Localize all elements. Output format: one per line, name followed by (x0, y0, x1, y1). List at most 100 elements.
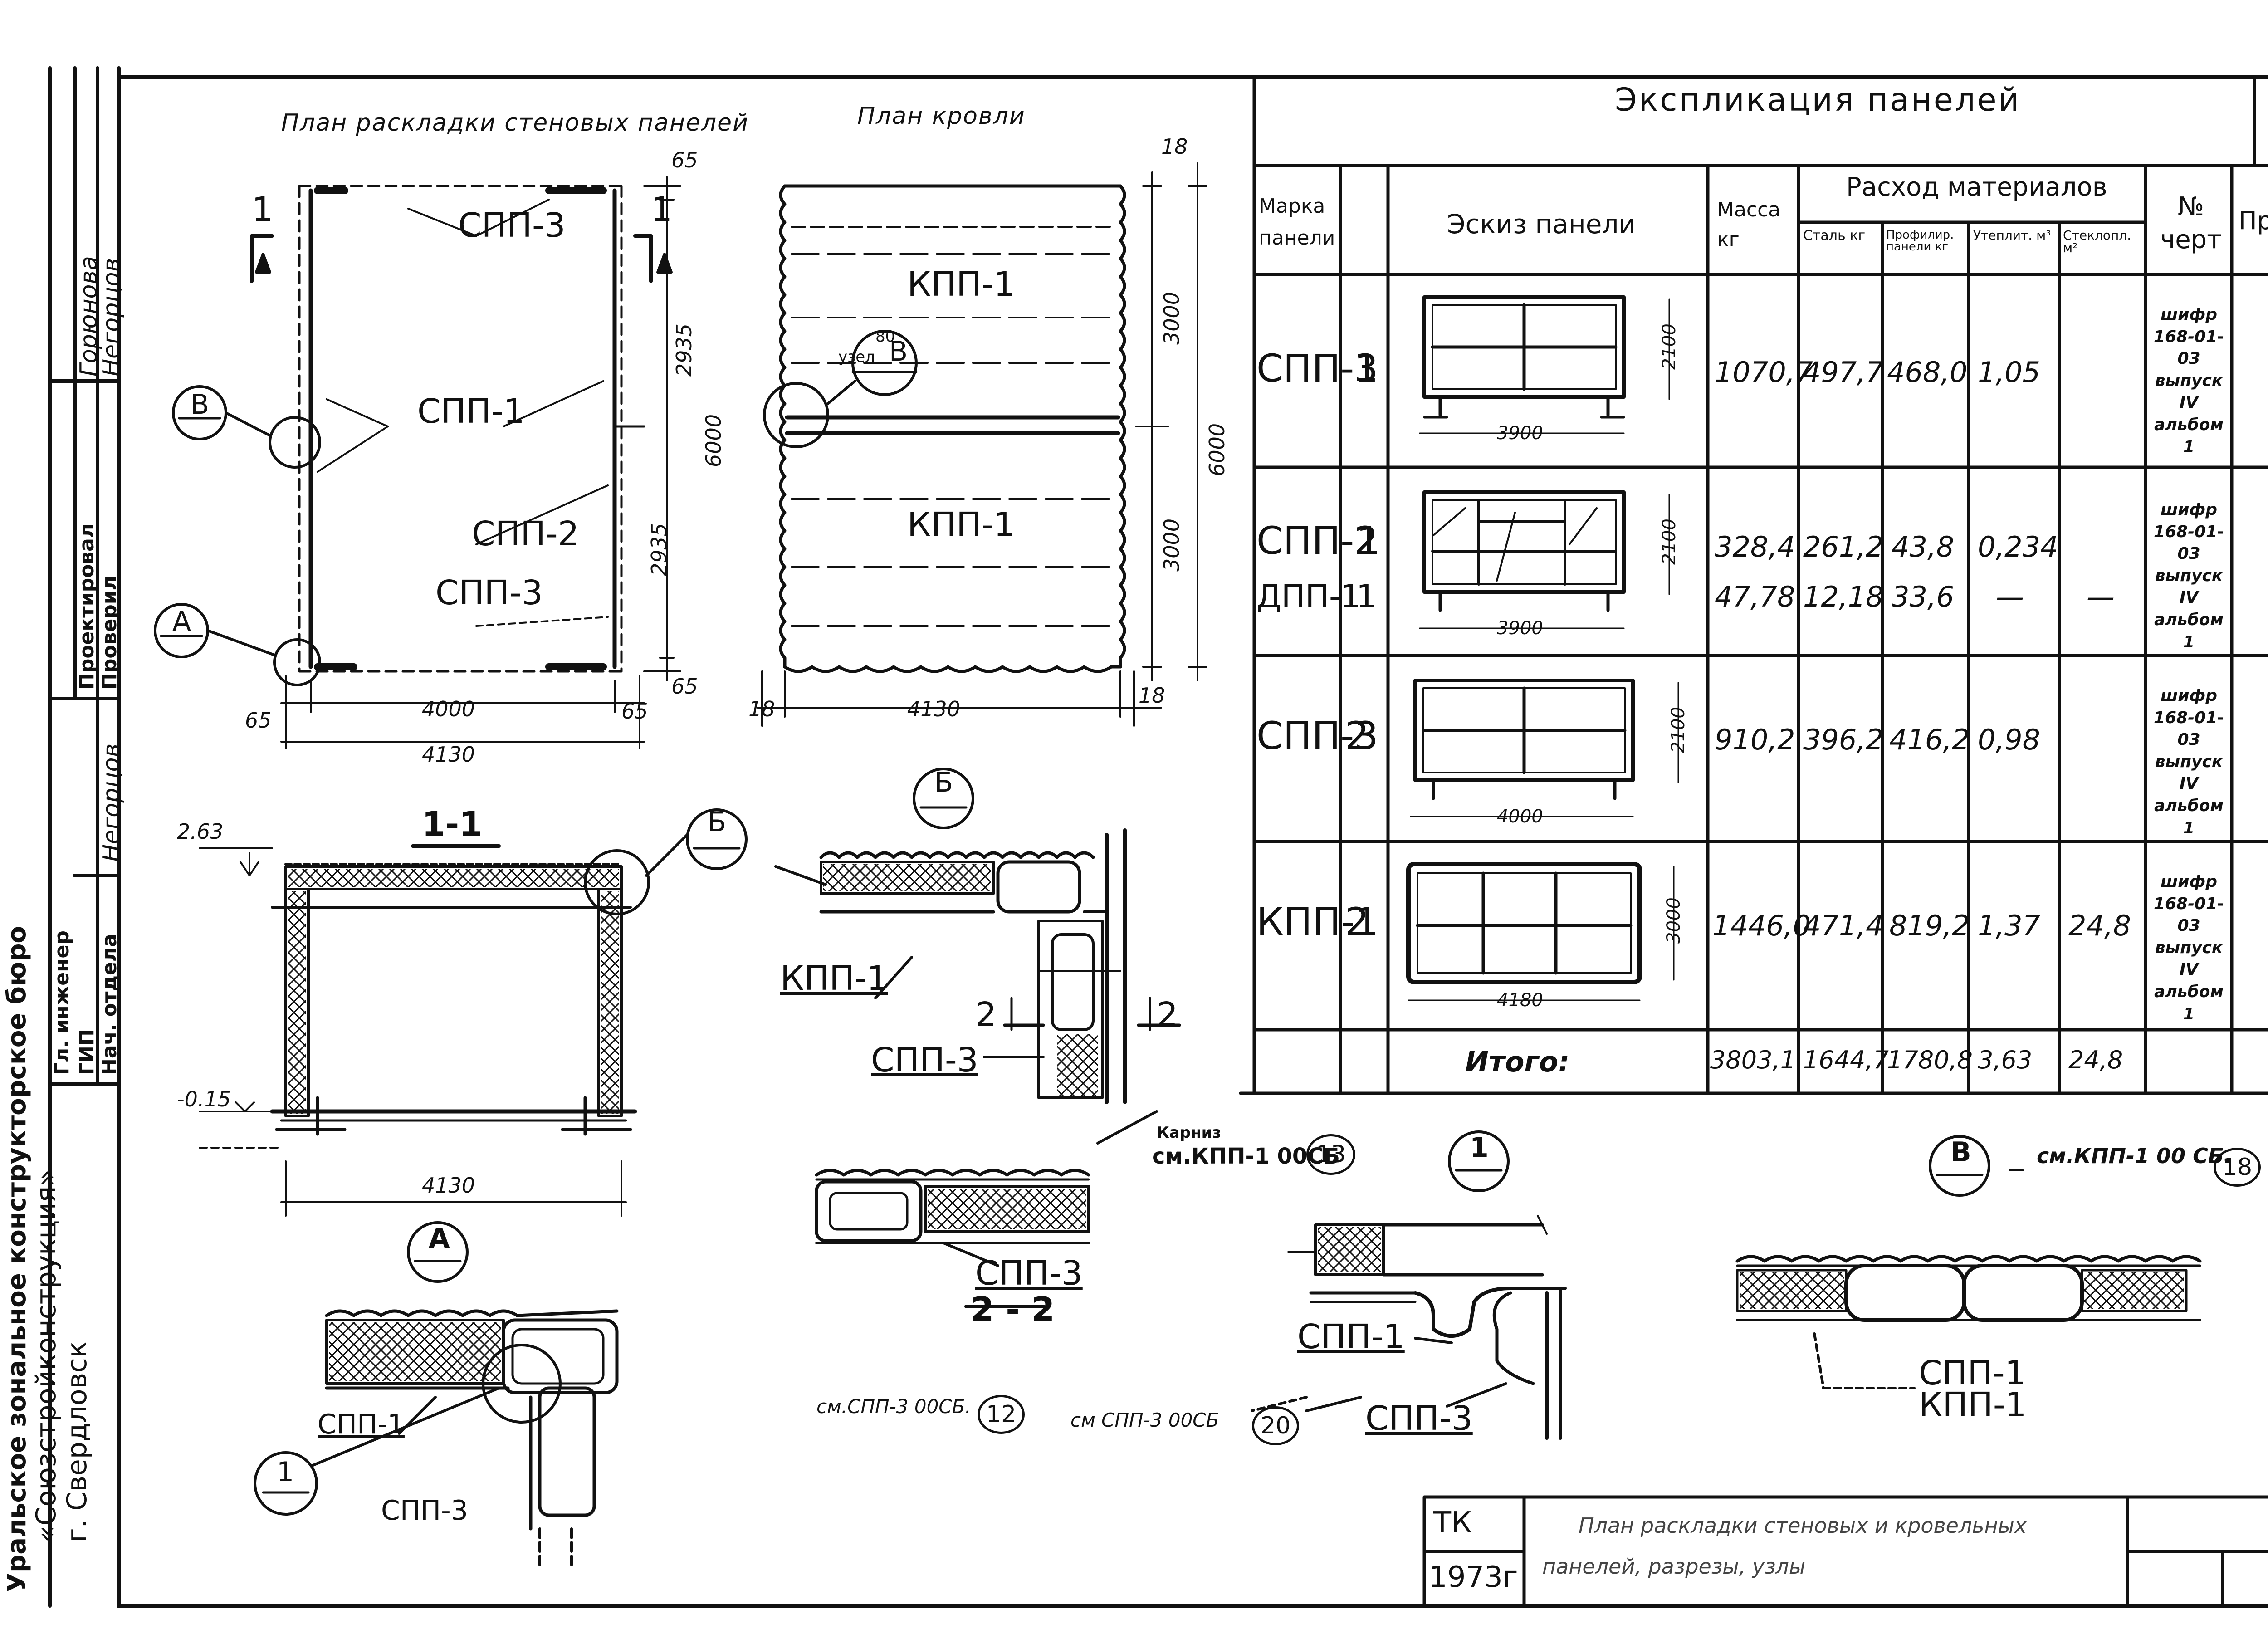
stamp-role-5: Проверил (98, 576, 121, 690)
row2-code: шифр 168-01-03 выпуск IV альбом 1 (2153, 500, 2224, 651)
node-1-ref: см СПП-3 00СБ (1070, 1409, 1219, 1431)
row1-mass: 1070,7 (1715, 356, 1813, 389)
row1-code: шифр 168-01-03 выпуск IV альбом 1 (2153, 305, 2224, 456)
sketch-kpp1 (1406, 862, 1675, 1001)
header-mass: Масса кг (1717, 198, 1781, 251)
node-1-spp3: СПП-3 (1365, 1399, 1473, 1438)
row2-qty2: 1 (1356, 578, 1377, 615)
node-a-spp3: СПП-3 (381, 1495, 468, 1526)
header-note: Прим. (2239, 206, 2268, 235)
label-kpp1-top: КПП-1 (907, 265, 1015, 304)
dim-4130-roof: 4130 (907, 697, 961, 721)
row2-prof2: 33,6 (1892, 580, 1955, 613)
label-spp3-top: СПП-3 (458, 206, 566, 245)
row3-code: шифр 168-01-03 выпуск IV альбом 1 (2153, 686, 2224, 837)
header-drawing: № черт (2160, 192, 2222, 254)
dim-3000-bottom: 3000 (1159, 518, 1184, 572)
total-label: Итого: (1465, 1045, 1570, 1078)
node-1-ref-num: 20 (1252, 1406, 1300, 1445)
node-letter: В (889, 336, 908, 367)
stamp-org-line1: Уральское зональное конструкторское бюро (2, 926, 32, 1592)
row3-mass: 910,2 (1715, 723, 1795, 756)
header-materials: Расход материалов (1846, 172, 2107, 202)
header-steel: Сталь кг (1803, 228, 1866, 244)
section-11-drawing (199, 808, 748, 1217)
row3-prof: 416,2 (1889, 723, 1970, 756)
label-spp2: СПП-2 (472, 514, 579, 553)
plan-walls-drawing (154, 176, 681, 749)
title-block-frame (1422, 1495, 2268, 1608)
label-kpp1-bottom: КПП-1 (907, 505, 1015, 544)
row4-qty: 2 (1345, 900, 1369, 944)
row2-mark2: ДПП-1 (1256, 578, 1361, 615)
row1-steel: 497,7 (1803, 356, 1884, 389)
dim-18-top: 18 (1161, 134, 1188, 159)
node-v-spp1: СПП-1 (1919, 1354, 2026, 1393)
node-b-note-num: 13 (1306, 1134, 1356, 1175)
row1-ins: 1,05 (1978, 356, 2041, 389)
row4-steel: 471,4 (1803, 909, 1884, 942)
node-ref: 80 (875, 328, 895, 346)
node-1-drawing (1251, 1130, 1567, 1440)
node-b-callout: Б (934, 767, 953, 798)
node-v-ref: см.КПП-1 00 СБ. (2037, 1144, 2232, 1168)
row1-prof: 468,0 (1887, 356, 1968, 389)
node-v-drawing (1735, 1135, 2202, 1389)
row2-glass2: — (2087, 580, 2115, 613)
row1-sketch-height: 2100 (1659, 323, 1680, 370)
dim-2935-top: 2935 (672, 323, 696, 377)
sketch-spp3 (1410, 679, 1679, 817)
stamp-name-5: Негорцов (98, 258, 125, 377)
row4-sketch-width: 4180 (1497, 990, 1543, 1011)
section-22-ref-num: 12 (978, 1395, 1025, 1434)
row2-sketch-width: 3900 (1497, 618, 1543, 639)
dim-4000: 4000 (422, 697, 475, 721)
node-v-kpp1: КПП-1 (1919, 1385, 2027, 1424)
node-a-spp1: СПП-1 (318, 1409, 405, 1440)
row4-prof: 819,2 (1889, 909, 1970, 942)
callout-a-label: А (172, 606, 191, 637)
row3-qty: 2 (1345, 714, 1369, 758)
section-22-ref: см.СПП-3 00СБ. (816, 1395, 971, 1418)
section-22-title: 2 - 2 (971, 1290, 1055, 1329)
row2-mark: СПП-2 (1256, 519, 1378, 563)
node-v-ref-num: 18 (2214, 1148, 2261, 1187)
row2-ins2: — (1996, 580, 2024, 613)
label-spp3-bottom: СПП-3 (435, 573, 543, 612)
dim-6000-roof: 6000 (1205, 423, 1229, 476)
row1-qty: 3 (1354, 346, 1378, 391)
dim-4130: 4130 (422, 742, 475, 767)
dim-6000: 6000 (701, 414, 726, 467)
section-22-drawing (815, 1169, 1090, 1308)
node-1-spp1: СПП-1 (1297, 1317, 1405, 1356)
total-glass: 24,8 (2068, 1046, 2123, 1074)
sketch-spp2 (1419, 490, 1670, 629)
plan-roof-drawing (757, 162, 1207, 727)
side-stamp-frame (48, 66, 121, 1608)
row1-mark: СПП-1 (1256, 346, 1378, 391)
level-top: 2.63 (177, 819, 224, 844)
header-mark: Марка панели (1259, 195, 1335, 250)
stamp-name-3: Негорцов (98, 743, 125, 862)
row2-ins: 0,234 (1978, 530, 2058, 563)
title-block-year: 1973г (1429, 1561, 1518, 1594)
node-b-spp3: СПП-3 (871, 1041, 978, 1080)
row4-code: шифр 168-01-03 выпуск IV альбом 1 (2153, 872, 2224, 1023)
table-title: Экспликация панелей (1615, 81, 2021, 118)
section-mark-right: 1 (651, 190, 673, 229)
row4-sketch-height: 3000 (1663, 897, 1684, 944)
node-prefix: узел (838, 348, 875, 366)
row3-sketch-height: 2100 (1668, 707, 1689, 753)
row2-mass2: 47,78 (1715, 580, 1795, 613)
row2-qty: 1 (1356, 519, 1381, 563)
stamp-name-4: Горюнова (75, 256, 103, 377)
node-1-callout: 1 (1470, 1132, 1489, 1164)
row3-sketch-width: 4000 (1497, 806, 1543, 827)
table-grid (1239, 75, 2268, 1095)
dim-65-top: 65 (671, 148, 698, 172)
callout-v-label: В (191, 389, 210, 421)
dim-4130-section: 4130 (422, 1173, 475, 1198)
row4-ins: 1,37 (1978, 909, 2041, 942)
row2-sketch-height: 2100 (1659, 519, 1680, 565)
row4-mark: КПП-1 (1256, 900, 1379, 944)
